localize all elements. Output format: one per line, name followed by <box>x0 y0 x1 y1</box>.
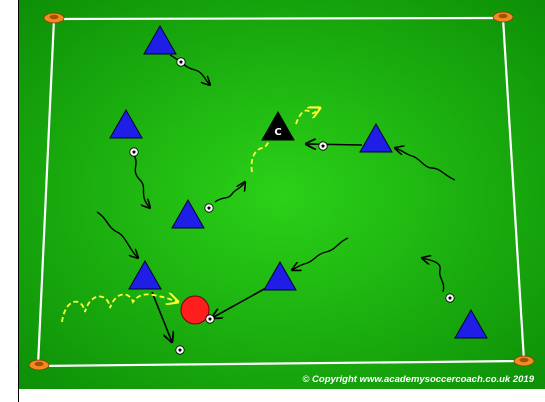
top-line <box>54 18 503 19</box>
cone-icon <box>29 360 49 370</box>
target-circle-icon <box>181 296 209 324</box>
cone-icon <box>514 356 534 366</box>
ball-icon <box>446 294 454 302</box>
cone-icon <box>44 13 64 23</box>
ball-icon <box>177 58 185 66</box>
ball-icon <box>205 204 213 212</box>
ball-icon <box>176 346 184 354</box>
ball-icon <box>130 148 138 156</box>
ball-icon <box>206 315 214 323</box>
pass-arrow <box>306 144 362 145</box>
coach-label: C <box>274 127 281 138</box>
left-margin <box>1 1 17 402</box>
cone-icon <box>493 12 513 22</box>
ball-icon <box>319 142 327 150</box>
bottom-margin <box>19 389 545 402</box>
copyright-text: © Copyright www.academysoccercoach.co.uk… <box>302 374 534 385</box>
